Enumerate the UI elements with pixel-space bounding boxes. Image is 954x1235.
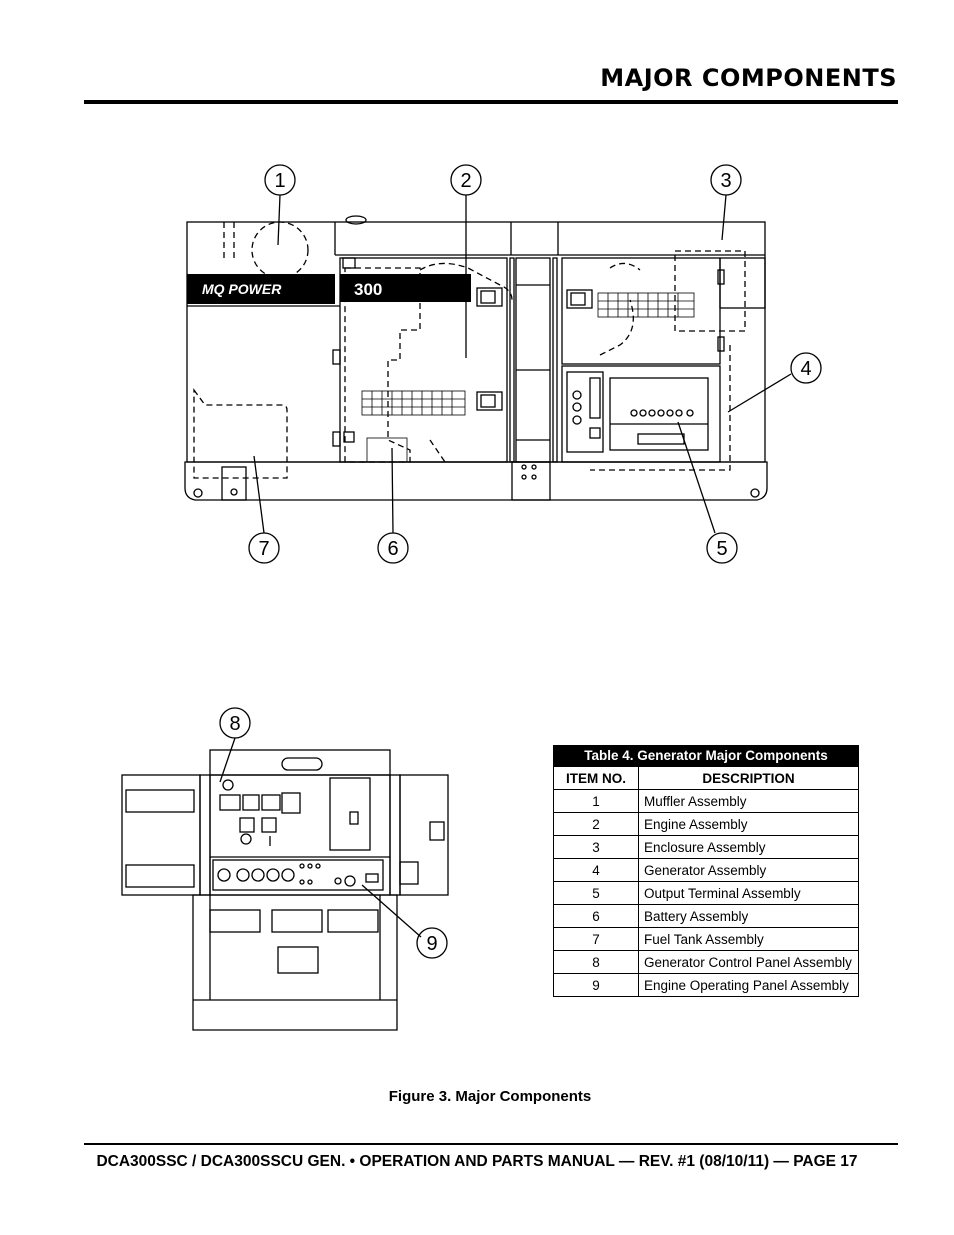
- callout-6: 6: [387, 538, 398, 560]
- brand-label: MQ POWER: [202, 281, 282, 297]
- header-rule: [84, 100, 898, 104]
- item-no: 5: [553, 881, 639, 905]
- item-desc: Generator Control Panel Assembly: [638, 950, 859, 974]
- callout-3: 3: [720, 170, 731, 192]
- page-title: MAJOR COMPONENTS: [600, 64, 897, 92]
- hidden-components: [193, 221, 746, 479]
- item-no: 7: [553, 927, 639, 951]
- brand-band: [187, 274, 335, 304]
- components-table: Table 4. Generator Major Components ITEM…: [553, 745, 859, 997]
- col-description: DESCRIPTION: [638, 766, 859, 790]
- item-desc: Enclosure Assembly: [638, 835, 859, 859]
- item-no: 2: [553, 812, 639, 836]
- item-no: 1: [553, 789, 639, 813]
- item-desc: Engine Assembly: [638, 812, 859, 836]
- callout-4: 4: [800, 358, 811, 380]
- callout-5: 5: [716, 538, 727, 560]
- table-caption: Table 4. Generator Major Components: [553, 745, 859, 766]
- footer-rule: [84, 1143, 898, 1145]
- item-desc: Engine Operating Panel Assembly: [638, 973, 859, 997]
- item-desc: Muffler Assembly: [638, 789, 859, 813]
- item-no: 6: [553, 904, 639, 928]
- callout-9: 9: [426, 933, 437, 955]
- item-desc: Battery Assembly: [638, 904, 859, 928]
- callout-leaders: [219, 194, 792, 938]
- vent-grilles: [361, 292, 695, 416]
- callout-8: 8: [229, 713, 240, 735]
- callout-2: 2: [460, 170, 471, 192]
- col-item-no: ITEM NO.: [553, 766, 639, 790]
- callout-circles: [219, 164, 822, 959]
- item-no: 4: [553, 858, 639, 882]
- control-panel-view: [121, 749, 449, 1031]
- model-band: [340, 274, 471, 302]
- item-no: 3: [553, 835, 639, 859]
- callout-1: 1: [274, 170, 285, 192]
- generator-side-view: [184, 215, 768, 501]
- figure-caption: Figure 3. Major Components: [388, 1088, 592, 1105]
- item-desc: Output Terminal Assembly: [638, 881, 859, 905]
- item-no: 9: [553, 973, 639, 997]
- item-no: 8: [553, 950, 639, 974]
- item-desc: Generator Assembly: [638, 858, 859, 882]
- page-footer: DCA300SSC / DCA300SSCU GEN. • OPERATION …: [96, 1153, 858, 1170]
- callout-7: 7: [258, 538, 269, 560]
- item-desc: Fuel Tank Assembly: [638, 927, 859, 951]
- model-label: 300: [354, 280, 382, 299]
